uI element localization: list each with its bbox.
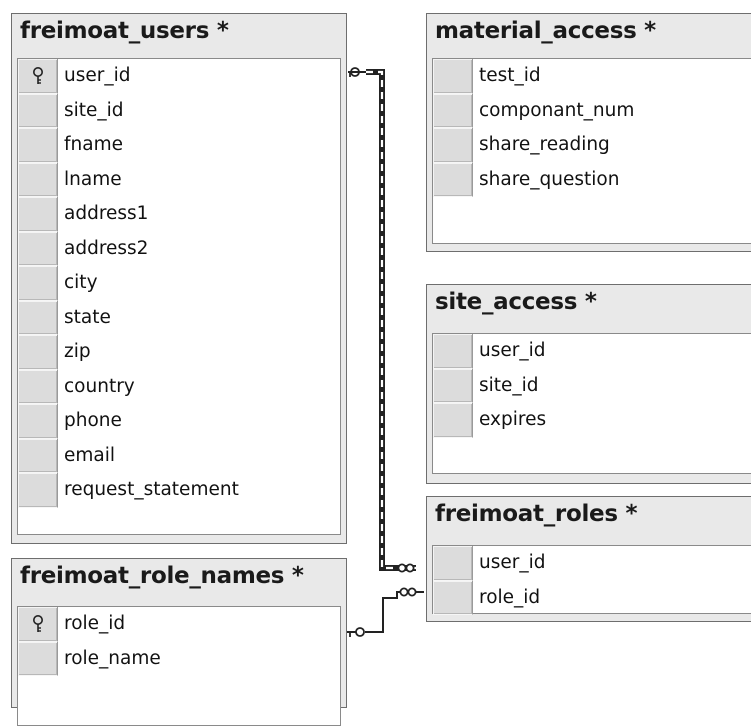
table-material-access[interactable]: material_access * test_id componant_num … xyxy=(426,13,751,252)
field-row[interactable]: request_statement xyxy=(18,473,340,508)
row-selector[interactable] xyxy=(18,93,58,128)
table-title: freimoat_users * xyxy=(20,18,229,44)
relationship-users-roles[interactable] xyxy=(348,67,416,573)
row-selector[interactable] xyxy=(433,128,473,163)
field-name: user_id xyxy=(479,552,546,573)
table-freimoat-users[interactable]: freimoat_users * user_id site_id fname l… xyxy=(11,13,347,544)
row-selector[interactable] xyxy=(18,197,58,232)
field-name: role_id xyxy=(64,613,126,634)
table-title: site_access * xyxy=(435,289,597,315)
table-title: freimoat_role_names * xyxy=(20,563,304,589)
field-row[interactable]: share_question xyxy=(433,162,751,197)
field-name: city xyxy=(64,272,98,293)
infinity-end-icon xyxy=(397,563,415,573)
field-row[interactable]: role_id xyxy=(433,580,751,615)
field-list: user_id role_id xyxy=(432,545,751,615)
field-name: share_reading xyxy=(479,134,610,155)
key-end-icon xyxy=(348,67,366,77)
field-row[interactable]: fname xyxy=(18,128,340,163)
field-row[interactable]: user_id xyxy=(18,59,340,94)
row-selector[interactable] xyxy=(18,231,58,266)
field-row[interactable]: test_id xyxy=(433,59,751,94)
row-selector[interactable] xyxy=(18,369,58,404)
field-row[interactable]: share_reading xyxy=(433,128,751,163)
field-row[interactable]: address1 xyxy=(18,197,340,232)
field-row[interactable]: address2 xyxy=(18,231,340,266)
field-row[interactable]: role_name xyxy=(18,641,340,676)
row-selector[interactable] xyxy=(433,59,473,94)
row-selector[interactable] xyxy=(433,368,473,403)
infinity-end-icon xyxy=(399,587,417,597)
table-freimoat-roles[interactable]: freimoat_roles * user_id role_id xyxy=(426,496,751,622)
row-selector[interactable] xyxy=(18,641,58,676)
field-name: zip xyxy=(64,341,91,362)
row-selector[interactable] xyxy=(18,128,58,163)
row-selector[interactable] xyxy=(433,403,473,438)
row-selector[interactable] xyxy=(18,335,58,370)
field-row[interactable]: role_id xyxy=(18,607,340,642)
field-name: lname xyxy=(64,168,122,190)
field-name: role_name xyxy=(64,647,161,669)
row-selector[interactable] xyxy=(18,404,58,439)
field-row[interactable]: site_id xyxy=(18,93,340,128)
row-selector[interactable] xyxy=(433,162,473,197)
field-name: site_id xyxy=(64,99,124,121)
field-name: user_id xyxy=(64,65,131,86)
field-name: user_id xyxy=(479,340,546,361)
row-selector[interactable] xyxy=(433,93,473,128)
relationship-role-names-roles[interactable] xyxy=(347,587,424,637)
table-title: material_access * xyxy=(435,18,656,44)
field-name: address2 xyxy=(64,237,149,259)
field-row[interactable]: phone xyxy=(18,404,340,439)
field-row[interactable]: state xyxy=(18,300,340,335)
primary-key-icon xyxy=(33,615,43,632)
field-row[interactable]: site_id xyxy=(433,368,751,403)
row-selector[interactable] xyxy=(433,580,473,615)
field-name: state xyxy=(64,306,111,328)
field-name: country xyxy=(64,375,135,397)
row-selector[interactable] xyxy=(18,59,58,94)
field-list: user_id site_id fname lname address1 add… xyxy=(17,58,341,535)
field-row[interactable]: email xyxy=(18,438,340,473)
field-row[interactable]: zip xyxy=(18,335,340,370)
field-row[interactable]: expires xyxy=(433,403,751,438)
row-selector[interactable] xyxy=(18,300,58,335)
field-row[interactable]: user_id xyxy=(433,334,751,369)
field-name: fname xyxy=(64,134,123,155)
row-selector[interactable] xyxy=(18,162,58,197)
row-selector[interactable] xyxy=(18,266,58,301)
table-title: freimoat_roles * xyxy=(435,501,638,527)
field-name: phone xyxy=(64,410,122,431)
field-name: share_question xyxy=(479,168,620,190)
field-name: site_id xyxy=(479,374,539,396)
field-name: request_statement xyxy=(64,479,239,500)
field-row[interactable]: lname xyxy=(18,162,340,197)
key-end-icon xyxy=(347,627,365,637)
field-row[interactable]: country xyxy=(18,369,340,404)
field-list: user_id site_id expires xyxy=(432,333,751,474)
row-selector[interactable] xyxy=(18,438,58,473)
field-name: address1 xyxy=(64,203,149,224)
field-name: role_id xyxy=(479,586,541,608)
field-name: expires xyxy=(479,409,547,430)
field-list: test_id componant_num share_reading shar… xyxy=(432,58,751,244)
primary-key-icon xyxy=(33,67,43,84)
field-row[interactable]: componant_num xyxy=(433,93,751,128)
field-name: componant_num xyxy=(479,99,635,121)
field-row[interactable]: user_id xyxy=(433,546,751,581)
row-selector[interactable] xyxy=(433,546,473,581)
field-row[interactable]: city xyxy=(18,266,340,301)
row-selector[interactable] xyxy=(18,607,58,642)
field-name: email xyxy=(64,444,116,466)
table-site-access[interactable]: site_access * user_id site_id expires xyxy=(426,284,751,484)
row-selector[interactable] xyxy=(433,334,473,369)
field-name: test_id xyxy=(479,65,541,86)
relationship-lines xyxy=(347,67,424,637)
row-selector[interactable] xyxy=(18,473,58,508)
